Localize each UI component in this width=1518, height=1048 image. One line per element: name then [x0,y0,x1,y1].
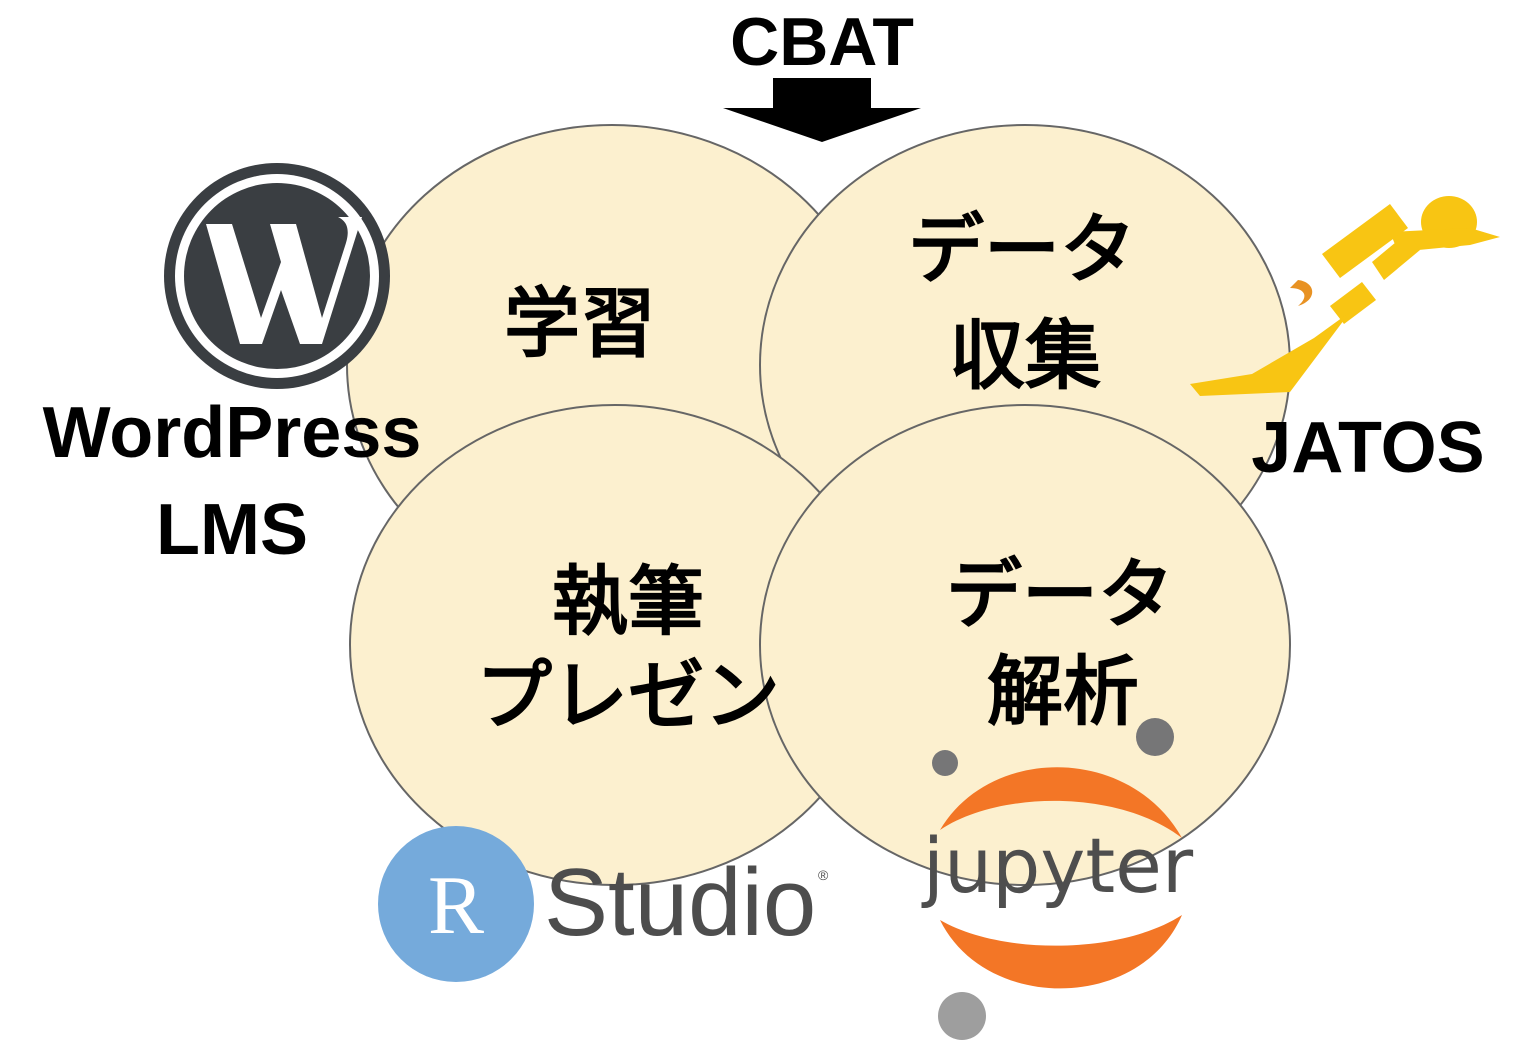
data-analysis-label-line2: 解析 [987,647,1139,736]
jatos-logo-icon [1190,196,1500,396]
rstudio-logo-icon: R Studio ® [378,826,829,982]
data-analysis-label-line1: データ [946,550,1174,639]
writing-label-line2: プレゼン [476,651,780,740]
wordpress-label-line2: LMS [156,490,308,570]
data-collection-label-line2: 収集 [949,311,1101,400]
circle-data-analysis [759,404,1291,886]
learning-label: 学習 [504,279,656,368]
rstudio-badge-letter: R [428,859,484,952]
jupyter-wordmark: jupyter [921,821,1194,910]
data-collection-label-line1: データ [908,205,1136,294]
cbat-title: CBAT [730,4,914,80]
rstudio-wordmark: Studio [544,849,816,956]
writing-label-line1: 執筆 [552,557,704,646]
wordpress-label-line1: WordPress [43,393,422,473]
down-arrow-icon [723,78,921,142]
jatos-label: JATOS [1251,408,1484,488]
rstudio-registered-mark: ® [818,867,829,883]
venn-circles [346,124,1291,886]
wordpress-logo-icon [164,163,390,389]
jupyter-logo-icon: jupyter [921,718,1194,1040]
